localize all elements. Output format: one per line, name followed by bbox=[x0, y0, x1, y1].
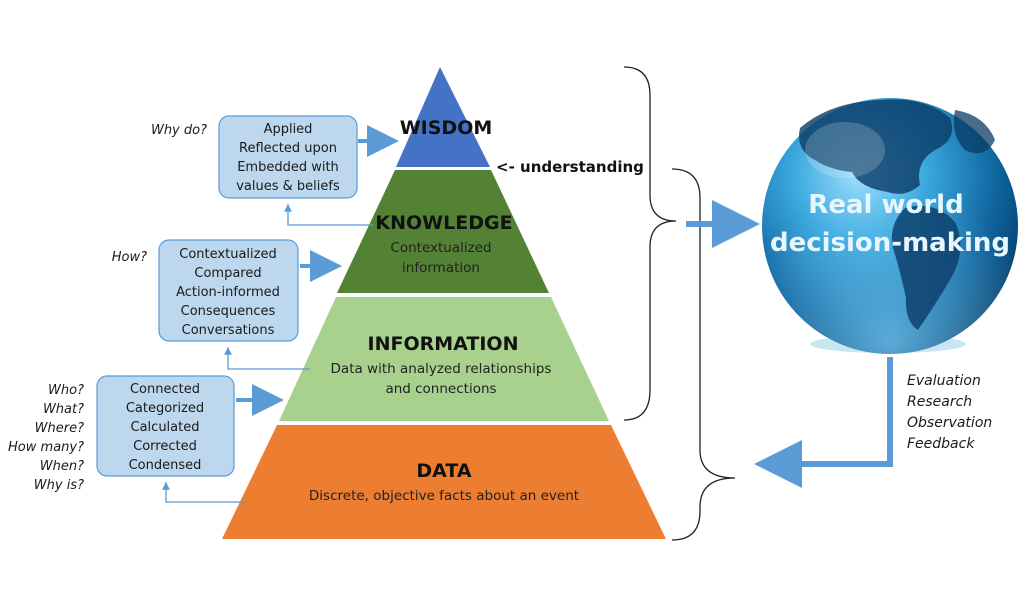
information-desc-line-2: and connections bbox=[385, 381, 496, 397]
knowledge-desc-line-2: information bbox=[402, 260, 480, 276]
pyramid-level-knowledge bbox=[337, 170, 549, 293]
data-title: DATA bbox=[416, 460, 471, 482]
knowledge-desc-line-1: Contextualized bbox=[390, 240, 491, 256]
knowledge-box-line-1: Contextualized bbox=[179, 247, 276, 262]
continent-north-america bbox=[799, 99, 953, 194]
information-box-line-3: Calculated bbox=[131, 420, 200, 435]
understanding-label: <- understanding bbox=[496, 158, 644, 176]
knowledge-side-box bbox=[158, 239, 299, 342]
knowledge-title: KNOWLEDGE bbox=[375, 212, 512, 234]
feedback-line-3: Observation bbox=[907, 415, 992, 431]
data-question-1: Who? bbox=[48, 383, 84, 398]
information-box-line-4: Corrected bbox=[133, 439, 197, 454]
information-to-box-connector bbox=[224, 347, 310, 370]
data-desc-line-1: Discrete, objective facts about an event bbox=[309, 488, 579, 504]
knowledge-question: How? bbox=[112, 250, 147, 265]
globe-highlight bbox=[805, 122, 885, 178]
continent-greenland bbox=[953, 110, 995, 154]
globe: Real world decision-making bbox=[762, 98, 1018, 354]
information-title: INFORMATION bbox=[368, 333, 519, 355]
globe-label-line-2: decision-making bbox=[770, 228, 1010, 258]
information-side-box bbox=[96, 375, 235, 477]
feedback-line-1: Evaluation bbox=[907, 373, 981, 389]
data-question-6: Why is? bbox=[34, 478, 84, 493]
continent-south-america bbox=[891, 205, 961, 330]
pyramid-level-wisdom bbox=[396, 67, 490, 167]
knowledge-to-box-connector bbox=[284, 204, 374, 226]
wisdom-title: WISDOM bbox=[400, 117, 493, 139]
knowledge-box-line-2: Compared bbox=[194, 266, 261, 281]
lower-brace bbox=[671, 168, 736, 541]
data-to-box-connector bbox=[162, 482, 245, 503]
information-box-line-2: Categorized bbox=[126, 401, 204, 416]
data-question-3: Where? bbox=[35, 421, 84, 436]
knowledge-box-line-5: Conversations bbox=[182, 323, 275, 338]
wisdom-box-line-3: Embedded with bbox=[237, 160, 339, 175]
wisdom-question: Why do? bbox=[151, 123, 207, 138]
wisdom-box-line-2: Reflected upon bbox=[239, 141, 337, 156]
pyramid-level-information bbox=[279, 297, 609, 421]
pyramid-level-data bbox=[222, 425, 666, 539]
globe-label-line-1: Real world bbox=[808, 190, 963, 220]
upper-brace bbox=[623, 66, 677, 421]
data-question-5: When? bbox=[40, 459, 84, 474]
wisdom-side-box bbox=[218, 115, 358, 199]
wisdom-box-line-4: values & beliefs bbox=[236, 179, 340, 194]
information-desc-line-1: Data with analyzed relationships bbox=[331, 361, 552, 377]
knowledge-box-line-3: Action-informed bbox=[176, 285, 280, 300]
knowledge-box-line-4: Consequences bbox=[181, 304, 276, 319]
feedback-arrow bbox=[754, 357, 893, 488]
feedback-line-4: Feedback bbox=[907, 436, 975, 452]
feedback-line-2: Research bbox=[907, 394, 972, 410]
data-question-4: How many? bbox=[8, 440, 84, 455]
data-question-2: What? bbox=[43, 402, 84, 417]
information-box-line-5: Condensed bbox=[129, 458, 202, 473]
wisdom-box-line-1: Applied bbox=[264, 122, 313, 137]
information-box-line-1: Connected bbox=[130, 382, 200, 397]
